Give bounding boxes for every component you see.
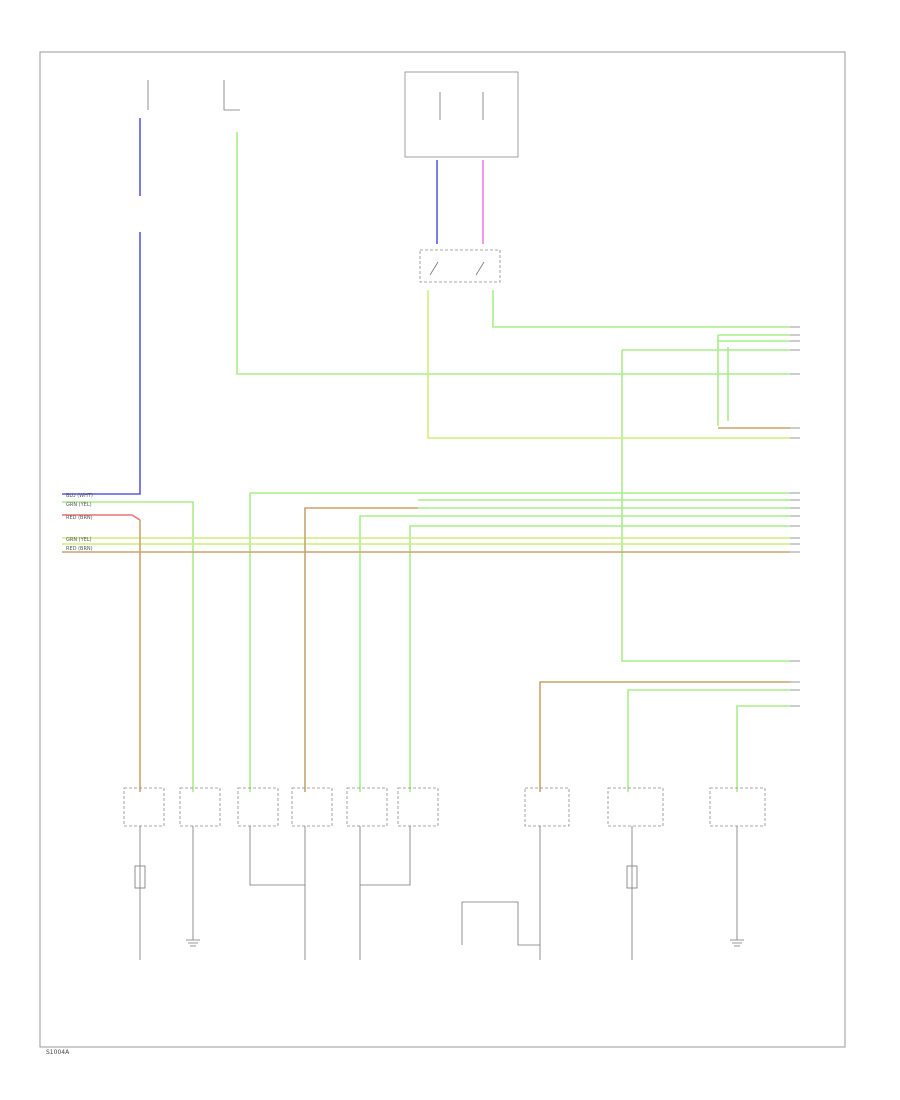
green-wire-c <box>621 349 790 662</box>
component-9 <box>709 787 766 827</box>
green-wire-bus-4 <box>409 525 790 792</box>
component-6 <box>397 787 439 827</box>
blue-wire-lower <box>62 232 141 495</box>
green-wire-bus-1 <box>62 501 194 792</box>
connector-label-mid-left-b: RED (BRN) <box>66 546 93 552</box>
bottom-components <box>123 787 766 827</box>
ground-lines <box>134 826 738 960</box>
top-module-internal <box>439 92 484 120</box>
orange-wire-right <box>539 681 790 792</box>
component-8 <box>607 787 664 827</box>
component-1 <box>123 787 165 827</box>
green-wire-lower-2 <box>736 705 790 792</box>
red-wire <box>62 514 141 521</box>
component-5 <box>346 787 388 827</box>
component-3 <box>237 787 279 827</box>
yellow-green-wires <box>62 290 790 545</box>
green-wire-lower-1 <box>627 689 790 792</box>
component-stub-left <box>147 80 240 111</box>
orange-wires <box>62 427 790 792</box>
component-4 <box>291 787 333 827</box>
connector-label-mid-left-a: GRN (YEL) <box>66 537 92 543</box>
right-connector-ticks <box>790 326 800 707</box>
component-2 <box>179 787 221 827</box>
blue-wires <box>62 118 438 495</box>
green-wire-bus-5 <box>418 499 790 509</box>
top-module-box <box>404 71 519 158</box>
relay-contacts <box>429 261 485 276</box>
figure-id: S1004A <box>46 1049 70 1056</box>
ground-symbols <box>186 939 744 947</box>
orange-wire-mid <box>304 507 418 792</box>
diagram-frame <box>39 51 846 1048</box>
green-wire-bus-3 <box>359 515 790 792</box>
component-7 <box>524 787 570 827</box>
connector-label-top-left-c: RED (BRN) <box>66 515 93 521</box>
green-wire-bus-2 <box>249 492 790 792</box>
green-wires <box>62 132 790 792</box>
green-wire-relay-right <box>492 290 790 328</box>
connector-label-top-left-b: GRN (YEL) <box>66 502 92 508</box>
relay-box <box>419 249 501 283</box>
green-wire-top-left <box>236 132 790 375</box>
connector-label-top-left-a: BLU (WHT) <box>66 493 93 499</box>
yellow-green-wire-relay <box>427 290 790 439</box>
